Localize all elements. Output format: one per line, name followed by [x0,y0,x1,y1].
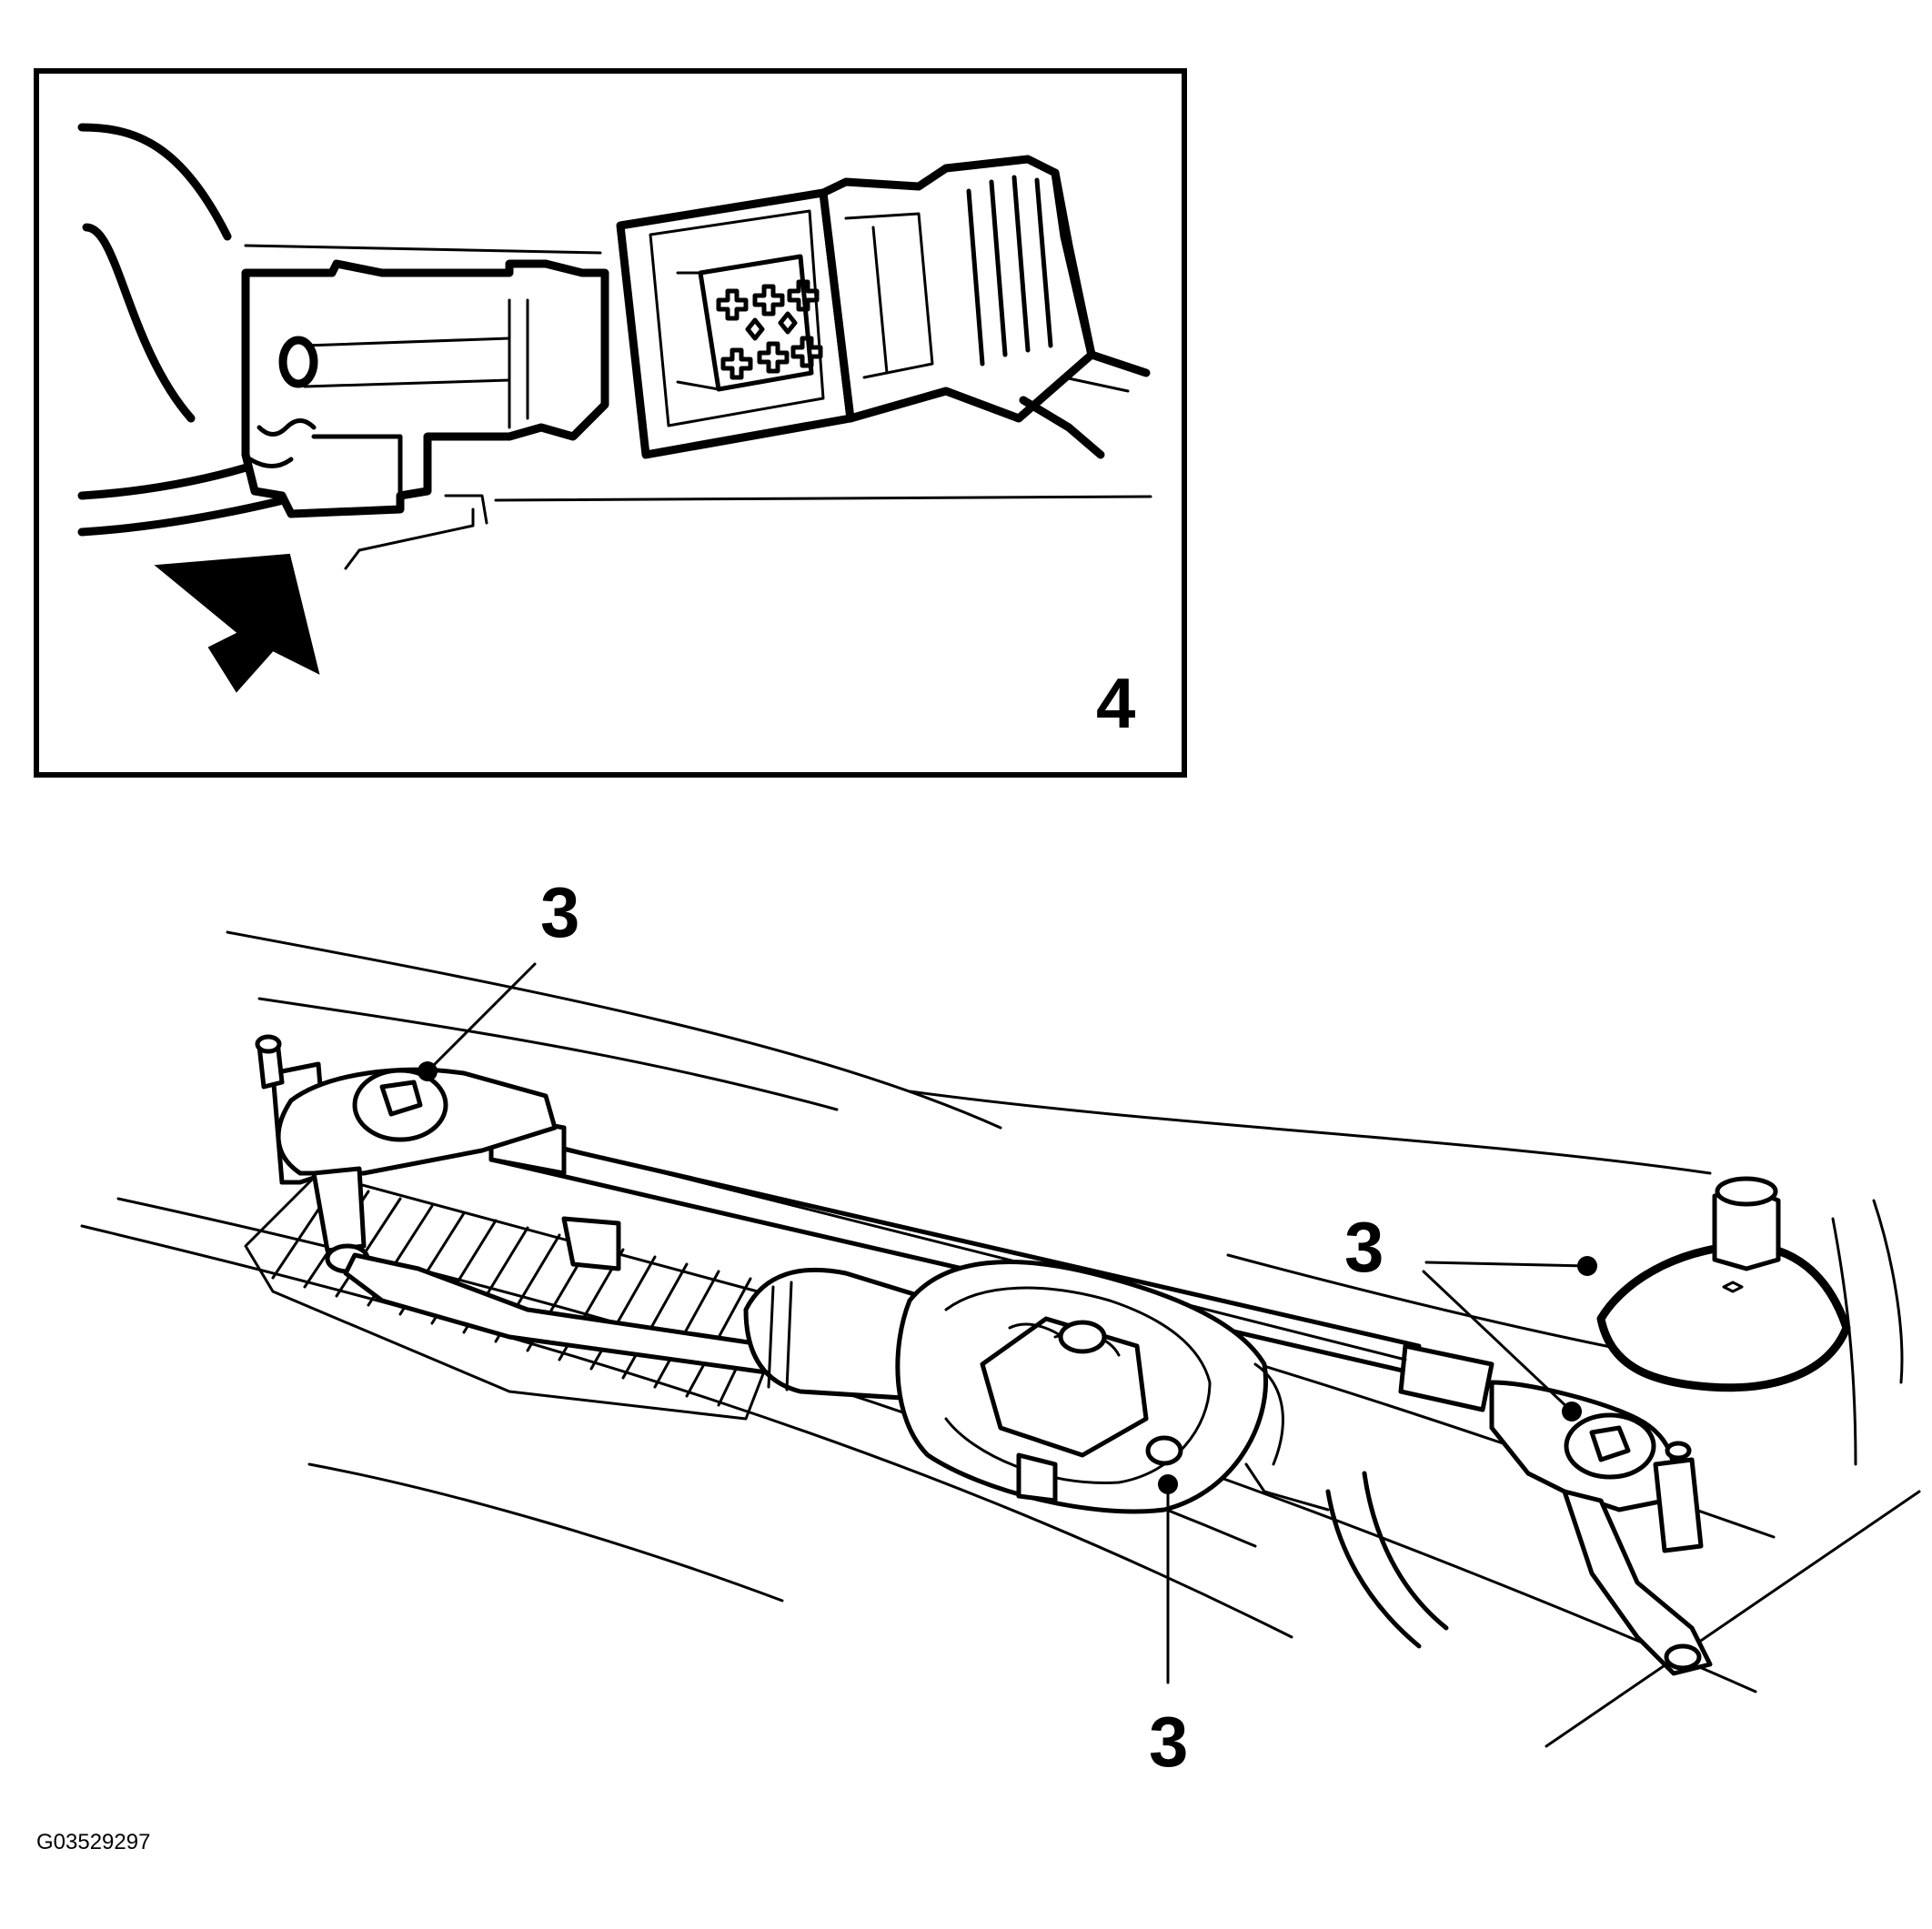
callout-leaders [418,962,1597,1684]
wiring-harness [77,123,296,537]
mounting-nut [1596,1176,1851,1392]
motor-bracket [1244,1462,1449,1649]
harness-connector-plug [241,244,1152,570]
arrow-icon [154,553,320,693]
wiper-motor [743,1260,1284,1514]
inset-callout: 4 [1096,663,1135,743]
harness-connector-socket [616,155,1151,459]
callout-dot [1158,1474,1178,1494]
callout-bottom: 3 [1149,1702,1188,1782]
right-wiper-pivot [1489,1380,1713,1676]
main-illustration: 3 3 3 [80,872,1921,1782]
inset-panel: 4 [34,68,1187,778]
connector-pins [716,279,823,380]
callout-dot [1562,1402,1582,1422]
callout-dot [418,1061,438,1081]
callout-dot [1577,1256,1597,1276]
callout-right: 3 [1344,1207,1384,1287]
left-wiper-pivot [255,1034,776,1376]
callout-upper-left: 3 [540,872,579,952]
figure-id: G03529297 [36,1830,150,1854]
